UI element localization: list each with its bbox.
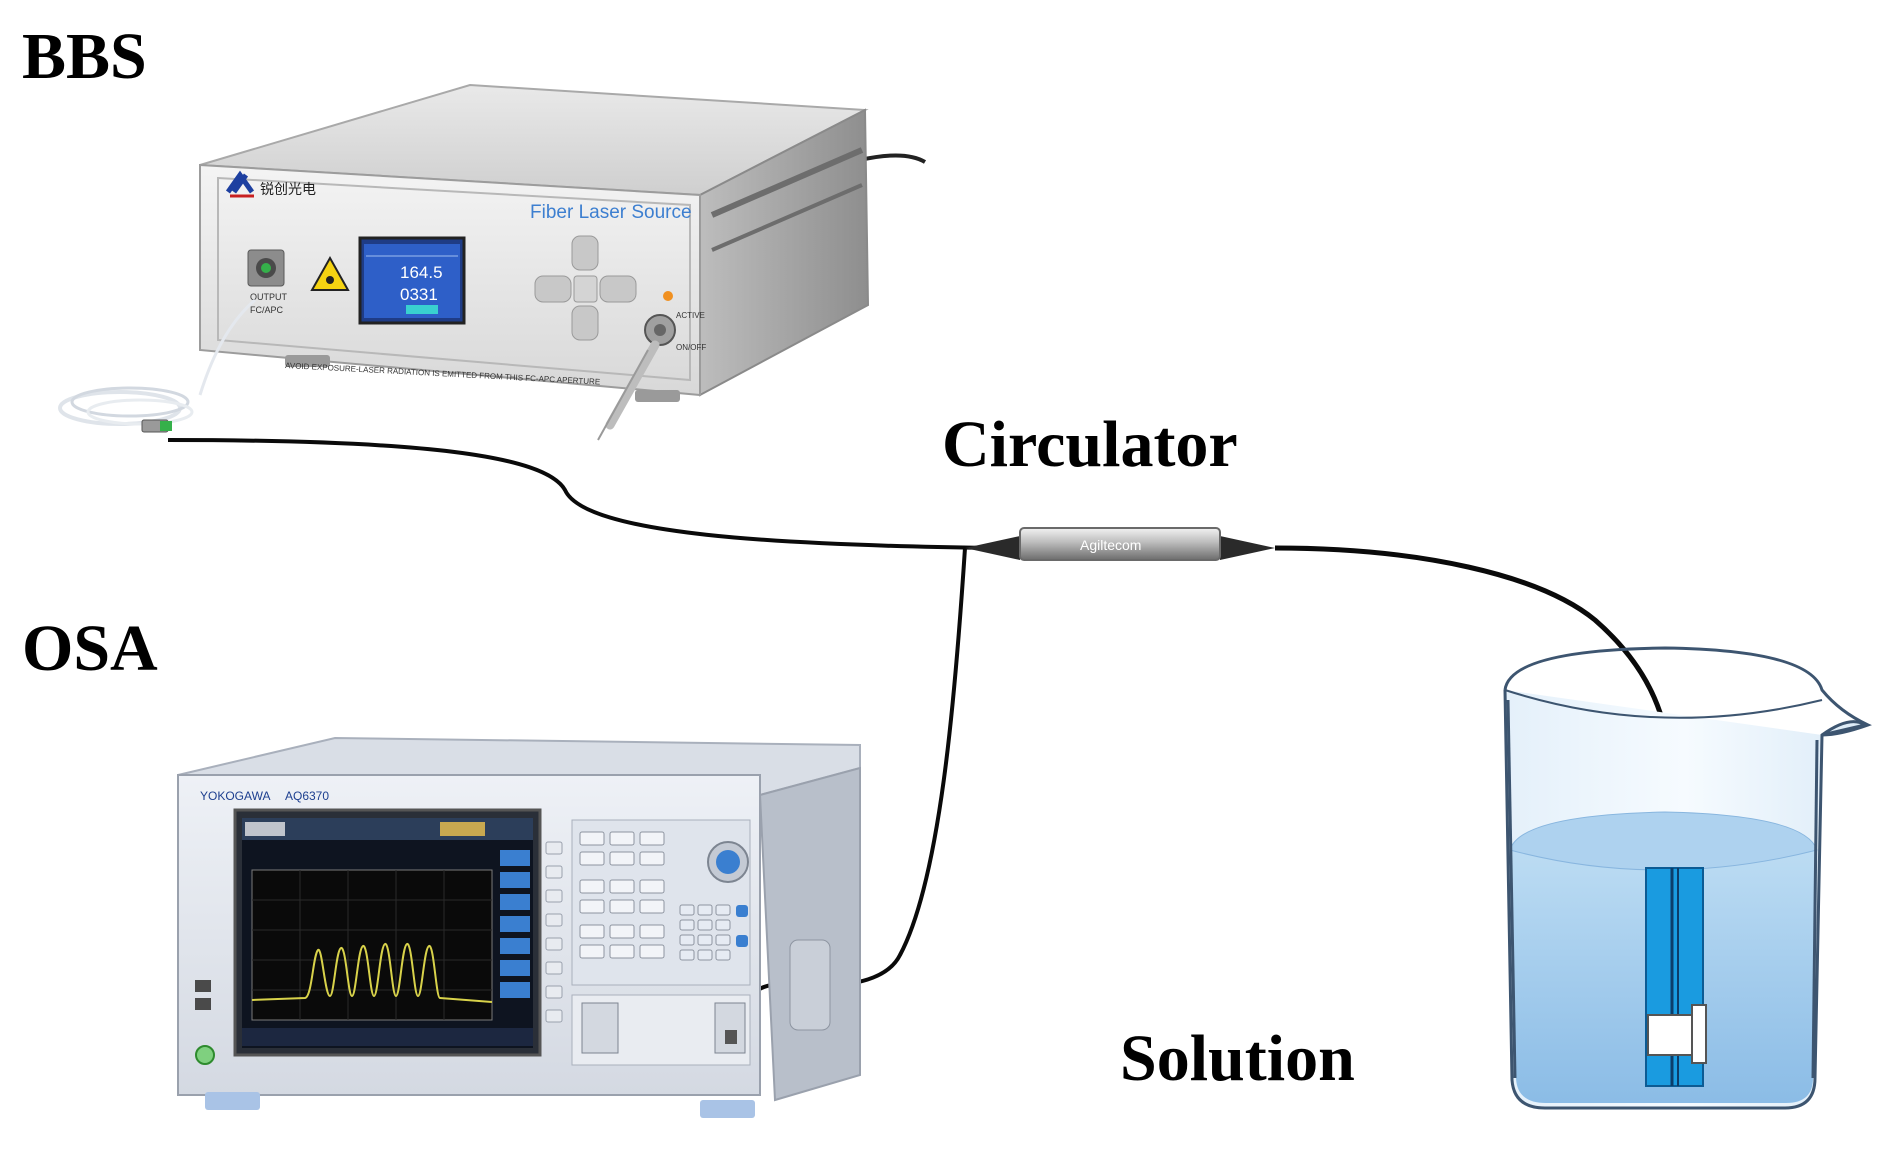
key-slot bbox=[654, 324, 666, 336]
osa-function-keys[interactable] bbox=[579, 831, 665, 959]
circulator-boot-left bbox=[965, 536, 1020, 560]
osa-screen-tab bbox=[440, 822, 485, 836]
label-bbs: BBS bbox=[22, 20, 147, 93]
svg-text:FC/APC: FC/APC bbox=[250, 305, 284, 315]
foot bbox=[635, 390, 680, 402]
osa-soft-keys bbox=[500, 850, 530, 998]
key-icon bbox=[605, 340, 660, 430]
label-osa: OSA bbox=[22, 612, 158, 685]
circulator-boot-right bbox=[1220, 536, 1275, 560]
svg-text:锐创光电: 锐创光电 bbox=[260, 181, 316, 197]
apc-connector bbox=[261, 263, 271, 273]
osa-brand: YOKOGAWA bbox=[200, 789, 270, 803]
osa-input-connector bbox=[725, 1030, 737, 1044]
osa-device: YOKOGAWA AQ6370 bbox=[177, 736, 861, 1118]
osa-screen-buttons[interactable] bbox=[545, 841, 563, 1023]
beaker bbox=[1503, 646, 1872, 1110]
sensor-window bbox=[1647, 1014, 1694, 1056]
nav-center-button[interactable] bbox=[573, 275, 598, 303]
circulator-brand: Agiltecom bbox=[1080, 537, 1141, 553]
display-value-2: 0331 bbox=[400, 285, 438, 304]
osa-blue-keys[interactable] bbox=[736, 905, 748, 947]
osa-side-panel bbox=[758, 766, 861, 1102]
osa-screen-tab bbox=[245, 822, 285, 836]
power-cable bbox=[859, 153, 927, 164]
side-rail bbox=[710, 147, 864, 218]
label-circulator: Circulator bbox=[942, 408, 1238, 481]
svg-text:ON/OFF: ON/OFF bbox=[676, 343, 706, 352]
navigation-pad[interactable] bbox=[534, 235, 637, 341]
foot bbox=[700, 1100, 755, 1118]
nav-right-button[interactable] bbox=[599, 275, 637, 303]
beaker-rim bbox=[1503, 646, 1872, 737]
usb-port[interactable] bbox=[195, 980, 211, 992]
svg-text:OUTPUT: OUTPUT bbox=[250, 292, 288, 302]
fiber-bbs-to-circulator bbox=[167, 438, 991, 550]
power-led bbox=[663, 291, 673, 301]
display-status-bar bbox=[406, 305, 438, 314]
apc-connector bbox=[160, 421, 172, 431]
foot bbox=[205, 1092, 260, 1110]
osa-model: AQ6370 bbox=[285, 789, 329, 803]
osa-knob-center bbox=[716, 850, 740, 874]
nav-down-button[interactable] bbox=[571, 305, 599, 341]
manufacturer-logo: 锐创光电 bbox=[225, 170, 316, 198]
osa-optical-input[interactable] bbox=[714, 1002, 746, 1054]
osa-screen-header bbox=[242, 818, 533, 840]
power-button[interactable] bbox=[195, 1045, 215, 1065]
circulator-body bbox=[1019, 527, 1221, 561]
osa-numeric-keypad[interactable] bbox=[679, 904, 731, 961]
display-value-1: 164.5 bbox=[400, 263, 443, 282]
bbs-device: 锐创光电 Fiber Laser Source OUTPUT FC/APC 16… bbox=[58, 83, 927, 441]
foot bbox=[285, 355, 330, 367]
osa-screen-footer bbox=[242, 1028, 533, 1046]
liquid-surface bbox=[1509, 811, 1818, 871]
label-solution: Solution bbox=[1120, 1022, 1355, 1095]
circulator-device: Agiltecom bbox=[965, 527, 1275, 561]
sensor-window bbox=[1691, 1004, 1707, 1064]
osa-port-cover[interactable] bbox=[581, 1002, 619, 1054]
bbs-panel-title: Fiber Laser Source bbox=[530, 202, 692, 223]
laser-warning-icon bbox=[310, 255, 350, 291]
fiber-coil bbox=[58, 298, 256, 426]
usb-port[interactable] bbox=[195, 998, 211, 1010]
nav-up-button[interactable] bbox=[571, 235, 599, 271]
nav-left-button[interactable] bbox=[534, 275, 572, 303]
osa-handle bbox=[789, 939, 831, 1031]
side-rail bbox=[711, 183, 863, 252]
osa-plot-area bbox=[251, 869, 493, 1021]
svg-text:ACTIVE: ACTIVE bbox=[676, 311, 705, 320]
osa-spectrum-trace bbox=[251, 942, 493, 1003]
